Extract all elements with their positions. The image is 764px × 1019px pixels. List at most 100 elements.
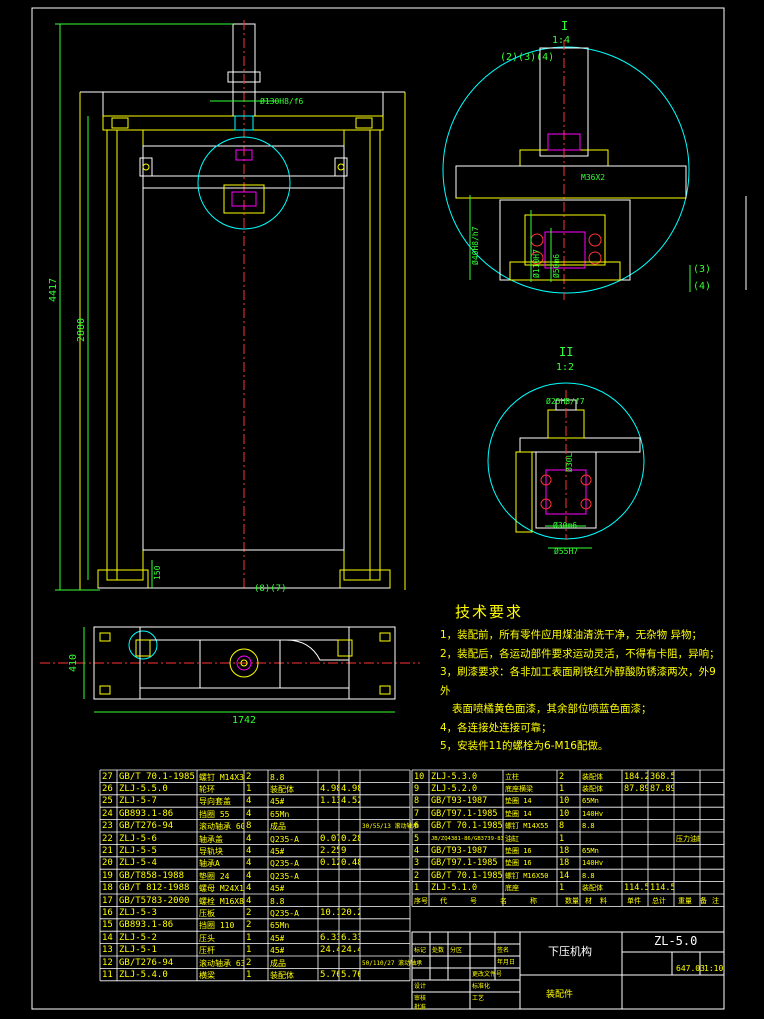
bom-cell: 10 bbox=[414, 771, 425, 782]
bom-cell: 18 bbox=[559, 845, 570, 856]
detail-I-thread: M36X2 bbox=[581, 173, 606, 182]
bom-cell: 8.8 bbox=[582, 871, 595, 880]
dim-side-width: 410 bbox=[68, 653, 79, 672]
bom-cell: GB893.1-86 bbox=[119, 808, 174, 819]
bom-cell: GB/T 70.1-1985 bbox=[431, 870, 503, 881]
bom-cell: 8 bbox=[246, 821, 252, 832]
bom-cell: 压力油缸/L32=240 bbox=[676, 834, 700, 843]
bom-cell: 底座 bbox=[505, 884, 519, 893]
bom-header-cell: 总计 bbox=[652, 897, 666, 905]
bom-cell: 0.48 bbox=[341, 858, 360, 869]
detail-I-fit3: Ø50m6 bbox=[552, 253, 561, 278]
bom-cell: 50/110/27 滚动轴承 bbox=[362, 959, 423, 967]
bom-cell: 6.33 bbox=[320, 932, 339, 943]
detail-II-fit4: Ø55H7 bbox=[554, 547, 579, 556]
tech-item: 4，各连接处连接可靠； bbox=[440, 721, 552, 734]
bom-cell: 滚动轴承 6310-2Z bbox=[199, 958, 244, 968]
bom-cell: ZLJ-5-3 bbox=[119, 907, 157, 918]
bom-cell: Q235-A bbox=[270, 871, 299, 881]
bom-cell: GB/T858-1988 bbox=[119, 870, 185, 881]
detail-II-marker bbox=[128, 630, 158, 660]
detail-I-fit2: Ø110H7 bbox=[532, 249, 541, 278]
tech-item: 5，安装件11的螺栓为6-M16配做。 bbox=[440, 740, 609, 752]
bom-cell: 8.8 bbox=[582, 822, 595, 831]
bom-cell: 27 bbox=[102, 771, 113, 782]
drawing-weight: 647.03 bbox=[676, 964, 705, 973]
bom-header-cell: 单件 bbox=[627, 897, 641, 905]
bom-cell: 2 bbox=[246, 957, 252, 968]
bom-header-cell: 料 bbox=[600, 897, 607, 905]
title-label: 工艺 bbox=[472, 995, 485, 1002]
bom-cell: 装配体 bbox=[270, 970, 294, 980]
bom-cell: 压板 bbox=[199, 908, 215, 918]
bom-cell: 成品 bbox=[270, 958, 286, 968]
detail-II-mark: II bbox=[559, 345, 574, 359]
bom-cell: 114.53 bbox=[624, 883, 648, 894]
right-callout-3: (3) bbox=[693, 264, 712, 275]
bom-cell: 140Hv bbox=[582, 809, 604, 818]
front-dimensions bbox=[55, 23, 278, 591]
bom-cell: 垫圈 16 bbox=[505, 846, 532, 855]
bom-cell: 底座横梁 bbox=[505, 784, 533, 793]
bom-cell: 21 bbox=[102, 845, 113, 856]
bom-cell: 1 bbox=[559, 783, 565, 794]
bom-cell: ZLJ-5.5.0 bbox=[119, 783, 168, 794]
bom-cell: GB/T 70.1-1985 bbox=[431, 821, 503, 832]
bom-cell: 5.76 bbox=[341, 969, 360, 980]
bom-cell: 轴承盖 bbox=[199, 834, 223, 844]
dim-inner-height: 2880 bbox=[76, 317, 87, 342]
bom-cell: 65Mn bbox=[270, 921, 290, 931]
bom-cell: 5 bbox=[414, 833, 420, 844]
bom-cell: Q235-A bbox=[270, 908, 299, 918]
bom-cell: 15 bbox=[102, 920, 113, 931]
title-label: 标准化 bbox=[472, 983, 491, 990]
bom-cell: 6 bbox=[414, 821, 420, 832]
bom-cell: 2 bbox=[246, 771, 252, 782]
bom-cell: 挡圈 55 bbox=[199, 809, 230, 819]
bom-cell: 2 bbox=[246, 907, 252, 918]
title-label: 分区 bbox=[450, 947, 463, 954]
detail-I-callouts: (2)(3)(4) bbox=[500, 52, 555, 63]
bom-cell: 滚动轴承 6006-2Z bbox=[199, 822, 244, 832]
dim-base-gap: 150 bbox=[153, 565, 162, 580]
bom-cell: ZLJ-5.2.0 bbox=[431, 783, 478, 794]
bom-cell: 1 bbox=[246, 783, 252, 794]
bom-cell: 4 bbox=[246, 895, 252, 906]
bom-cell: 12 bbox=[102, 957, 113, 968]
detail-I-mark: I bbox=[561, 19, 569, 33]
bom-cell: 3 bbox=[414, 858, 420, 869]
bom-cell: 24.44 bbox=[341, 945, 360, 956]
bom-cell: Q235-A bbox=[270, 859, 299, 869]
bom-cell: 4 bbox=[246, 845, 252, 856]
bom-cell: 4.98 bbox=[341, 783, 360, 794]
bom-cell: 螺钉 M14X35 bbox=[199, 772, 244, 782]
dim-width-top: 1742 bbox=[232, 715, 257, 726]
bom-header-cell: 备 bbox=[700, 897, 707, 905]
bom-cell: 垫圈 24 bbox=[199, 871, 230, 881]
bom-cell: 8.8 bbox=[270, 772, 285, 782]
detail-II-fit1: Ø25H8/f7 bbox=[546, 397, 585, 406]
bom-cell: 4 bbox=[246, 883, 252, 894]
bom-cell: 26 bbox=[102, 783, 113, 794]
bom-header-cell: 称 bbox=[530, 897, 537, 905]
bom-cell: 23 bbox=[102, 821, 113, 832]
bom-cell: 螺钉 M14X55 bbox=[505, 822, 549, 831]
bom-cell: 5.76 bbox=[320, 969, 339, 980]
bom-header-cell: 号 bbox=[470, 897, 477, 905]
bom-cell: ZLJ-5.3.0 bbox=[431, 771, 478, 782]
bom-cell: 挡圈 110 bbox=[199, 921, 235, 931]
tech-item: 3，刷漆要求：各非加工表面刷铁红外醇酸防锈漆两次，外9外 bbox=[440, 666, 716, 697]
title-label: 更改文件号 bbox=[472, 971, 503, 978]
bom-cell: 装配体 bbox=[270, 784, 294, 794]
tech-item: 2，装配后，各运动部件要求运动灵活，不得有卡阻，异响； bbox=[440, 647, 720, 660]
title-label: 标记 bbox=[414, 947, 427, 954]
bom-cell: 0.28 bbox=[341, 833, 360, 844]
callout-8-7: (8)(7) bbox=[254, 584, 287, 594]
base-right bbox=[339, 569, 391, 589]
title-label: 年月日 bbox=[497, 959, 516, 966]
bom-cell: 65Mn bbox=[270, 809, 290, 819]
bom-cell: ZLJ-5-1 bbox=[119, 945, 157, 956]
bom-cell: 4 bbox=[246, 870, 252, 881]
bom-cell: 14 bbox=[559, 870, 570, 881]
